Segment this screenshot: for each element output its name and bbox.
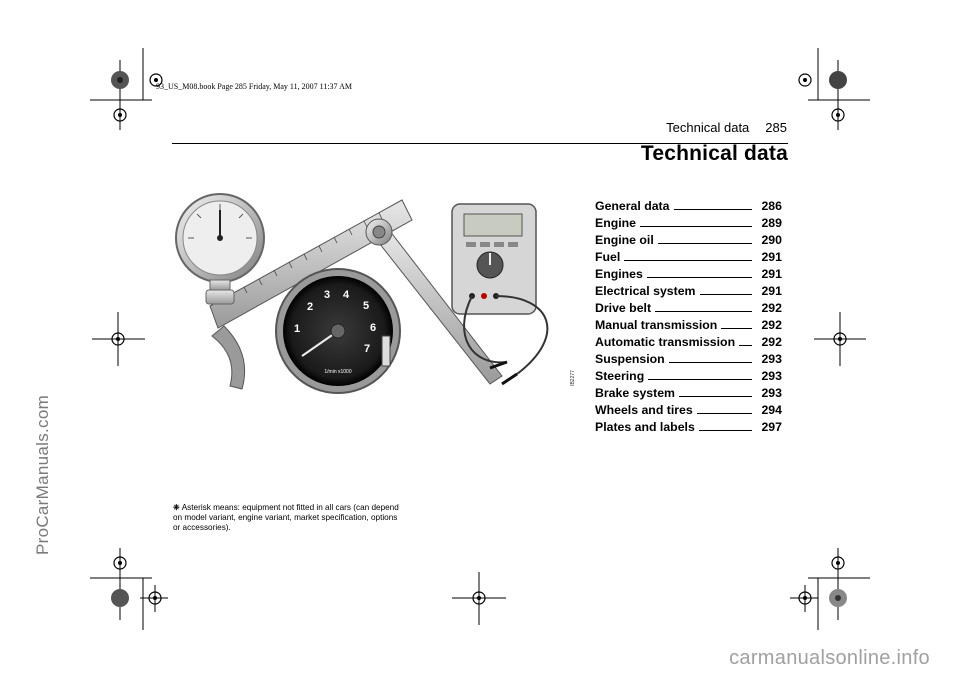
asterisk-symbol: ❈: [173, 503, 180, 512]
toc-entry-page: 297: [761, 420, 782, 434]
toc-entry-title: Brake system: [595, 386, 675, 400]
toc-leader-line: [640, 226, 752, 227]
tachometer: 1 2 3 4 5 6 7 1/min x1000: [275, 268, 401, 394]
toc-leader-line: [646, 277, 752, 278]
toc-entry[interactable]: Engine 289: [595, 213, 782, 230]
toc-entry-page: 291: [761, 267, 782, 281]
toc-entry-page: 294: [761, 403, 782, 417]
footnote-text: Asterisk means: equipment not fitted in …: [173, 503, 399, 532]
toc-entry-title: Wheels and tires: [595, 403, 693, 417]
toc-entry-page: 292: [761, 335, 782, 349]
toc-entry[interactable]: Engines 291: [595, 264, 782, 281]
toc-entry-page: 293: [761, 386, 782, 400]
toc-entry-title: Engines: [595, 267, 643, 281]
toc-entry-title: Steering: [595, 369, 645, 383]
toc-leader-line: [655, 311, 752, 312]
multimeter: [451, 203, 549, 386]
toc-entry[interactable]: Electrical system 291: [595, 281, 782, 298]
toc-entry-title: Drive belt: [595, 301, 652, 315]
toc-entry[interactable]: Engine oil 290: [595, 230, 782, 247]
toc-entry-title: Automatic transmission: [595, 335, 736, 349]
toc-entry-title: Engine: [595, 216, 636, 230]
toc-leader-line: [699, 294, 752, 295]
tach-number-5: 5: [363, 300, 369, 312]
toc-entry[interactable]: Fuel 291: [595, 247, 782, 264]
toc-entry[interactable]: Manual transmission 292: [595, 315, 782, 332]
toc-entry-page: 290: [761, 233, 782, 247]
toc-entry[interactable]: Suspension 293: [595, 349, 782, 366]
toc-entry-title: Plates and labels: [595, 420, 695, 434]
toc-entry-page: 289: [761, 216, 782, 230]
toc-leader-line: [678, 396, 752, 397]
page-title: Technical data: [640, 142, 788, 165]
tach-number-2: 2: [307, 301, 313, 313]
toc-entry-title: General data: [595, 199, 670, 213]
toc-leader-line: [657, 243, 752, 244]
tach-number-4: 4: [343, 289, 350, 301]
toc-leader-line: [721, 328, 752, 329]
toc-leader-line: [696, 413, 752, 414]
toc-entry-page: 291: [761, 284, 782, 298]
tach-unit: 1/min x1000: [324, 369, 351, 375]
tach-number-6: 6: [370, 322, 376, 334]
asterisk-footnote: ❈ Asterisk means: equipment not fitted i…: [173, 503, 403, 533]
toc-entry-page: 293: [761, 352, 782, 366]
running-head-section: Technical data: [666, 120, 750, 135]
side-watermark: ProCarManuals.com: [33, 394, 52, 555]
toc-entry[interactable]: Wheels and tires 294: [595, 400, 782, 417]
toc-entry[interactable]: Automatic transmission 292: [595, 332, 782, 349]
toc-entry-title: Electrical system: [595, 284, 696, 298]
toc-leader-line: [648, 379, 752, 380]
toc-entry-title: Engine oil: [595, 233, 654, 247]
tach-number-3: 3: [324, 289, 330, 301]
tools-illustration: 1 2 3 4 5 6 7 1/min x1000: [175, 193, 549, 394]
toc-entry[interactable]: Plates and labels 297: [595, 417, 782, 434]
toc-leader-line: [673, 209, 752, 210]
torque-wrench: [365, 218, 503, 385]
running-head-page-number: 285: [765, 120, 787, 135]
figure-code: IB2277: [569, 370, 576, 386]
toc-entry-page: 291: [761, 250, 782, 264]
toc-entry[interactable]: Steering 293: [595, 366, 782, 383]
tach-number-7: 7: [364, 343, 370, 355]
book-stamp: 93_US_M08.book Page 285 Friday, May 11, …: [156, 82, 352, 91]
toc-entry[interactable]: Drive belt 292: [595, 298, 782, 315]
tach-number-1: 1: [294, 323, 300, 335]
toc-entry-title: Manual transmission: [595, 318, 718, 332]
running-head: Technical data 285: [600, 120, 787, 135]
bottom-watermark: carmanualsonline.info: [729, 647, 930, 669]
toc-leader-line: [698, 430, 752, 431]
toc-entry-title: Suspension: [595, 352, 665, 366]
toc-entry-page: 293: [761, 369, 782, 383]
toc-entry-page: 292: [761, 301, 782, 315]
toc-entry[interactable]: Brake system 293: [595, 383, 782, 400]
toc-entry-page: 292: [761, 318, 782, 332]
toc-entry[interactable]: General data 286: [595, 196, 782, 213]
toc-leader-line: [624, 260, 752, 261]
pressure-gauge: [175, 193, 265, 390]
toc-entry-page: 286: [761, 199, 782, 213]
ruler: [209, 199, 413, 329]
toc-leader-line: [668, 362, 752, 363]
header-rule: [172, 143, 788, 144]
toc-leader-line: [739, 345, 752, 346]
toc-entry-title: Fuel: [595, 250, 621, 264]
